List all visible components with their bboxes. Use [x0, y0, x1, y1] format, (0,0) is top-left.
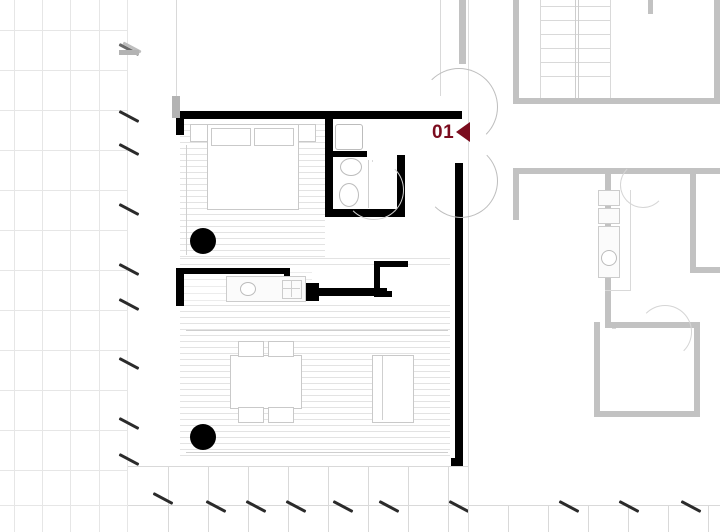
door-swing-icon [638, 305, 692, 359]
wall-kitchen-right [305, 283, 319, 301]
view-marker-label: 01 [432, 121, 455, 143]
chair-top-right [268, 341, 294, 357]
wall-external-corner [119, 50, 139, 55]
dining-table [230, 355, 302, 409]
wall-kitchen-bottom [305, 288, 387, 296]
wall-left-upper [176, 111, 184, 135]
hob [282, 280, 302, 299]
wall-entry-return-h [374, 261, 408, 267]
bedside-right [298, 124, 316, 142]
door-swing-icon [344, 160, 404, 220]
wall-bath-partition [333, 151, 367, 157]
toilet [339, 183, 359, 207]
chair-top-left [238, 341, 264, 357]
kitchen-sink [240, 282, 256, 296]
wall-right [455, 163, 463, 466]
door-swing-icon [420, 68, 498, 146]
chair-bottom-left [238, 407, 264, 423]
wall-kitchen-top [176, 268, 288, 274]
wall-external-left-top [172, 96, 180, 118]
sofa [372, 355, 414, 423]
washbasin [340, 158, 362, 176]
wall-bottom-right-stub [451, 458, 463, 466]
column-lower [190, 424, 216, 450]
shower-tray [335, 124, 363, 150]
door-swing-icon [620, 162, 666, 208]
wall-top [176, 111, 462, 119]
pillow-left [211, 128, 251, 146]
wall-entry-return-b [374, 291, 392, 297]
pillow-right [254, 128, 294, 146]
view-marker[interactable]: 01 [432, 121, 471, 143]
door-swing-icon [424, 144, 498, 218]
party-wall-top [459, 0, 466, 64]
chair-bottom-right [268, 407, 294, 423]
view-marker-arrow-icon [456, 122, 471, 142]
party-line [468, 0, 469, 532]
wall-bath-left [325, 119, 333, 217]
wall-entry-return-v [374, 261, 380, 297]
bedside-left [190, 124, 208, 142]
wall-left-mid [176, 268, 184, 306]
column-upper [190, 228, 216, 254]
